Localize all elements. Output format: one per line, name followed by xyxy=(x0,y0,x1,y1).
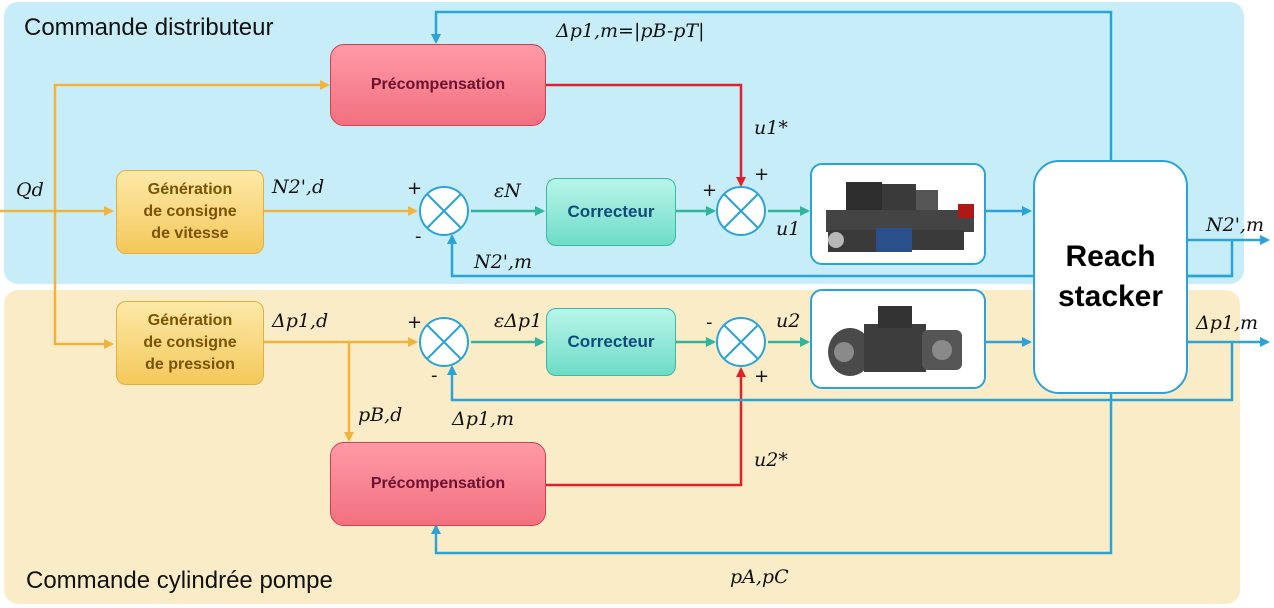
dp1m-top-label: Δp1,m=|pB-pT| xyxy=(556,20,705,42)
reach-stacker-line1: Reach xyxy=(1065,240,1156,273)
sum-junction-pressure xyxy=(419,317,469,367)
precompensation-bottom-block: Précompensation xyxy=(330,442,546,526)
eps-dp1-label: εΔp1 xyxy=(494,310,543,332)
sum-u2-minus: - xyxy=(706,312,713,333)
sum-speed-plus: + xyxy=(407,178,423,199)
speed-setpoint-generator-block: Génération de consigne de vitesse xyxy=(116,170,264,254)
sum-pressure-minus: - xyxy=(431,365,438,386)
reach-stacker-block: Reach stacker xyxy=(1033,160,1188,394)
precompensation-bottom-label: Précompensation xyxy=(370,475,506,492)
precompensation-top-label: Précompensation xyxy=(370,76,506,93)
speed-gen-line2: de consigne xyxy=(143,203,237,220)
pbd-label: pB,d xyxy=(358,404,403,426)
u1-label: u1 xyxy=(776,218,801,240)
sum-u1-plus-top: + xyxy=(754,164,770,185)
dp1d-label: Δp1,d xyxy=(272,310,329,332)
u2-star-wire xyxy=(546,367,746,487)
pressure-gen-line3: de pression xyxy=(145,356,235,373)
n2d-label: N2',d xyxy=(272,176,325,198)
sum-junction-u2 xyxy=(716,317,766,367)
n2m-output-label: N2',m xyxy=(1206,214,1264,236)
u1-star-wire xyxy=(546,83,746,187)
corrector-top-label: Correcteur xyxy=(567,202,655,221)
pressure-setpoint-generator-block: Génération de consigne de pression xyxy=(116,301,264,385)
u2-star-label: u2* xyxy=(754,449,788,471)
qd-to-pressure-gen-wire xyxy=(53,211,114,349)
sum-speed-minus: - xyxy=(415,226,422,247)
distributor-control-title: Commande distributeur xyxy=(24,14,274,41)
hydraulic-pump-block xyxy=(810,289,986,389)
qd-to-precomp-top-wire xyxy=(53,80,330,211)
pa-pc-feedback-wire xyxy=(431,394,1113,555)
sum-pressure-plus: + xyxy=(407,312,423,333)
speed-gen-line1: Génération xyxy=(147,181,233,198)
qd-label: Qd xyxy=(16,179,44,201)
dp1m-output-label: Δp1,m xyxy=(1196,312,1259,334)
n2m-feedback-wire xyxy=(447,234,1232,278)
pressure-gen-line1: Génération xyxy=(147,312,233,329)
reach-stacker-line2: stacker xyxy=(1057,280,1164,313)
corrector-bottom-block: Correcteur xyxy=(546,308,676,376)
corrector-bottom-label: Correcteur xyxy=(567,332,655,351)
dp1m-feedback-label: Δp1,m xyxy=(452,408,515,430)
n2m-branch-wire xyxy=(1188,240,1234,278)
eps-n-label: εN xyxy=(494,180,521,202)
precompensation-top-block: Précompensation xyxy=(330,44,546,126)
pressure-gen-line2: de consigne xyxy=(143,334,237,351)
u1-star-label: u1* xyxy=(754,117,788,139)
pump-control-title: Commande cylindrée pompe xyxy=(26,567,333,594)
sum-junction-speed xyxy=(419,186,469,236)
pa-pc-label: pA,pC xyxy=(730,566,789,588)
dp1m-top-feedback-wire xyxy=(431,10,1113,160)
hydraulic-pump-image xyxy=(828,306,962,376)
corrector-top-block: Correcteur xyxy=(546,178,676,246)
speed-gen-line3: de vitesse xyxy=(151,225,229,242)
n2m-feedback-label: N2',m xyxy=(474,251,532,273)
u2-label: u2 xyxy=(776,310,801,332)
sum-u1-plus-left: + xyxy=(702,180,718,201)
proportional-valve-block xyxy=(810,163,986,265)
sum-junction-u1 xyxy=(716,186,766,236)
proportional-valve-image xyxy=(826,182,974,252)
dp1m-feedback-wire xyxy=(447,342,1234,402)
sum-u2-plus: + xyxy=(754,366,770,387)
